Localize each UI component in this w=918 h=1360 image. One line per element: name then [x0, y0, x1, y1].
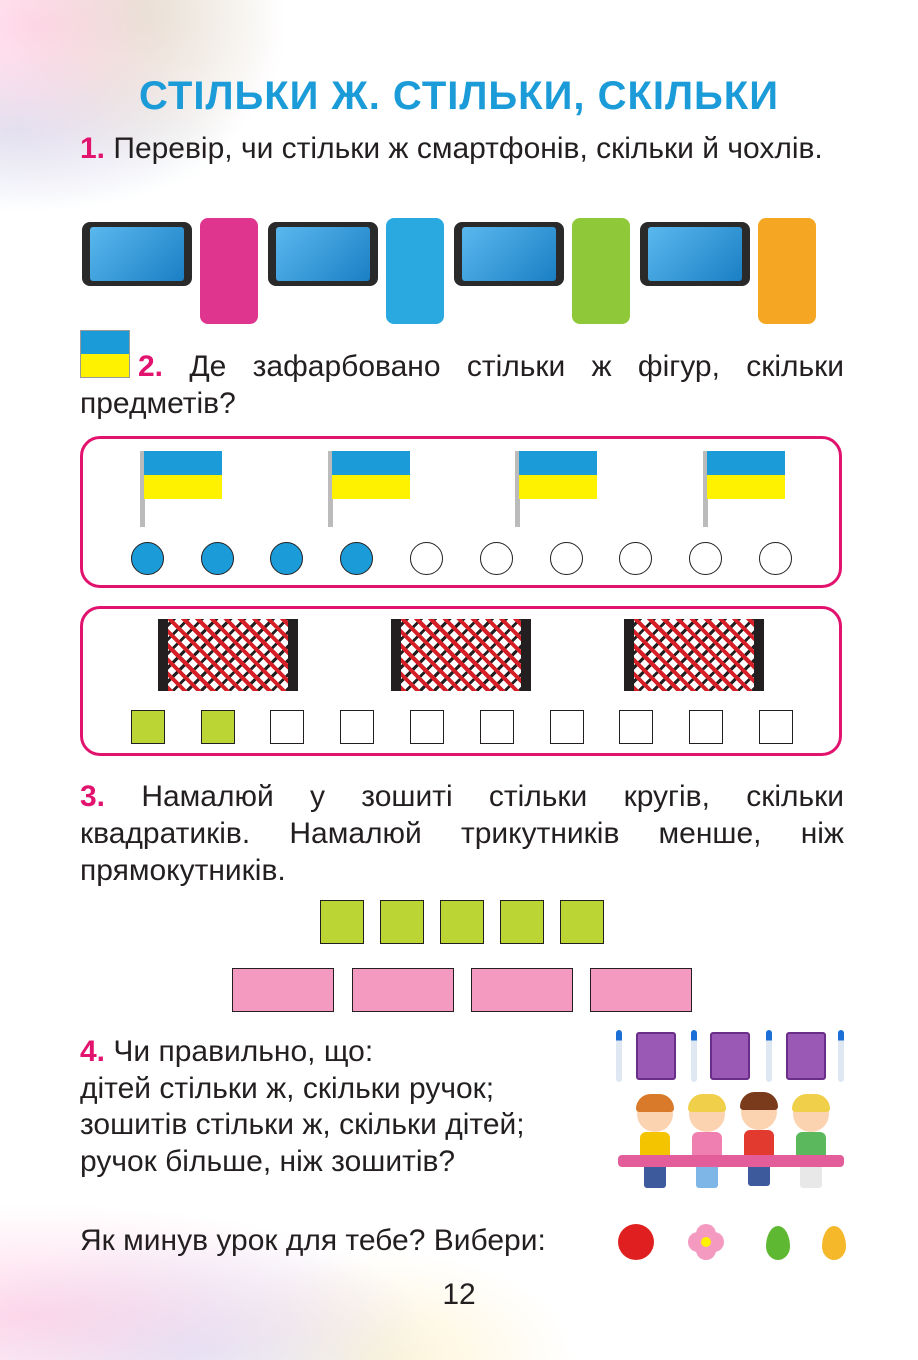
task-1-number: 1.: [80, 132, 106, 165]
option-box-rushnyky[interactable]: [80, 606, 842, 756]
phones-and-cases: [82, 218, 816, 324]
apple-icon[interactable]: [618, 1224, 654, 1260]
green-square: [380, 900, 424, 944]
embroidered-towel-icon: [624, 619, 764, 691]
circle-empty: [550, 542, 583, 575]
decorative-corner-bottom: [0, 1140, 640, 1360]
square-empty: [340, 710, 374, 744]
smartphone: [268, 222, 378, 286]
pink-rectangle: [590, 968, 692, 1012]
pen-icon: [691, 1030, 697, 1082]
circle-empty: [619, 542, 652, 575]
smartphone: [454, 222, 564, 286]
square-empty: [550, 710, 584, 744]
task-1-text: Перевір, чи стільки ж смартфонів, скільк…: [113, 132, 823, 165]
task-3: 3. Намалюй у зошиті стільки кругів, скіл…: [80, 778, 844, 889]
notebook-icon: [636, 1032, 676, 1080]
phone-case: [200, 218, 258, 324]
green-square: [440, 900, 484, 944]
task-2-number: 2.: [138, 350, 164, 383]
task-1: 1. Перевір, чи стільки ж смартфонів, скі…: [80, 130, 844, 167]
square-empty: [480, 710, 514, 744]
task-3-number: 3.: [80, 780, 106, 813]
square-empty: [410, 710, 444, 744]
yellow-leaf-icon[interactable]: [816, 1224, 852, 1260]
phone-case: [572, 218, 630, 324]
task-3-text: Намалюй у зошиті стільки кругів, скільки…: [80, 780, 844, 887]
pen-icon: [766, 1030, 772, 1082]
circle-empty: [480, 542, 513, 575]
flower-icon[interactable]: [688, 1224, 724, 1260]
child-icon: [634, 1094, 676, 1188]
task-2: 2. Де зафарбовано стільки ж фігур, скіль…: [80, 348, 844, 422]
page-number: 12: [442, 1278, 476, 1311]
circle-filled: [340, 542, 373, 575]
square-filled: [131, 710, 165, 744]
ukraine-flag-icon: [515, 451, 597, 531]
child-icon: [686, 1094, 728, 1188]
task-4-line-3: зошитів стільки ж, скільки дітей;: [80, 1108, 525, 1141]
task-4-number: 4.: [80, 1035, 106, 1068]
notebook-icon: [710, 1032, 750, 1080]
pen-icon: [838, 1030, 844, 1082]
circle-empty: [689, 542, 722, 575]
pink-rectangle: [471, 968, 573, 1012]
smartphone: [640, 222, 750, 286]
pink-rectangle: [352, 968, 454, 1012]
circle-filled: [131, 542, 164, 575]
circle-empty: [759, 542, 792, 575]
green-square: [500, 900, 544, 944]
task-4-line-1: 4. Чи правильно, що:: [80, 1033, 373, 1071]
square-empty: [270, 710, 304, 744]
phone-case: [386, 218, 444, 324]
task-4-line-2: дітей стільки ж, скільки ручок;: [80, 1072, 495, 1105]
task-2-text: Де зафарбовано стільки ж фігур, скільки …: [80, 350, 845, 420]
phone-case: [758, 218, 816, 324]
circle-empty: [410, 542, 443, 575]
square-empty: [689, 710, 723, 744]
smartphone: [82, 222, 192, 286]
option-box-flags[interactable]: [80, 436, 842, 588]
child-icon: [790, 1094, 832, 1188]
square-empty: [619, 710, 653, 744]
embroidered-towel-icon: [391, 619, 531, 691]
page-title: СТІЛЬКИ Ж. СТІЛЬКИ, СКІЛЬКИ: [139, 74, 779, 118]
pen-icon: [616, 1030, 622, 1082]
circle-filled: [201, 542, 234, 575]
ukraine-flag-icon: [328, 451, 410, 531]
green-square: [320, 900, 364, 944]
task-4-line-4: ручок більше, ніж зошитів?: [80, 1145, 456, 1178]
green-leaf-icon[interactable]: [760, 1224, 796, 1260]
reflection-question: Як минув урок для тебе? Вибери:: [80, 1224, 546, 1257]
square-filled: [201, 710, 235, 744]
pink-rectangle: [232, 968, 334, 1012]
task-4-question: Чи правильно, що:: [113, 1035, 374, 1068]
decorative-corner-top: [0, 0, 360, 260]
notebook-icon: [786, 1032, 826, 1080]
child-icon: [738, 1092, 780, 1186]
green-square: [560, 900, 604, 944]
circle-filled: [270, 542, 303, 575]
square-empty: [759, 710, 793, 744]
bench: [618, 1155, 844, 1167]
ukraine-flag-icon: [140, 451, 222, 531]
ukraine-flag-badge-icon: [80, 330, 130, 378]
embroidered-towel-icon: [158, 619, 298, 691]
ukraine-flag-icon: [703, 451, 785, 531]
